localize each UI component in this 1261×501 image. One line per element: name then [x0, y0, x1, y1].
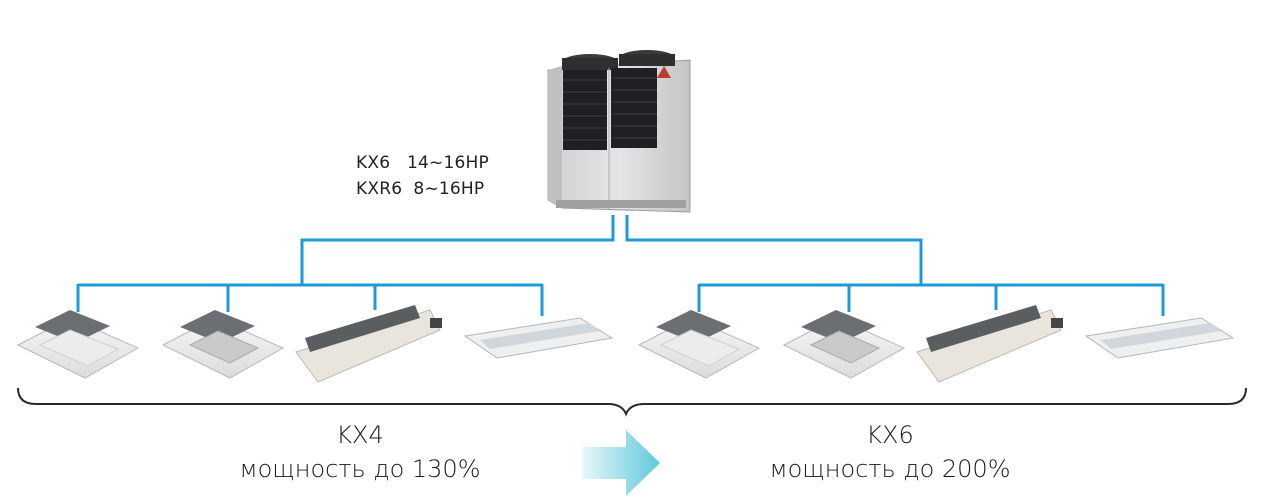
- four-way-cassette-icon: [782, 310, 906, 379]
- outdoor-model-line-2: KXR6 8~16HP: [356, 179, 485, 199]
- four-way-cassette-icon: [637, 310, 761, 379]
- pipe-left-main: [300, 215, 615, 285]
- one-way-cassette-icon: [916, 305, 1063, 383]
- right-arrow-icon: [582, 430, 660, 496]
- one-way-cassette-icon: [295, 305, 442, 383]
- ceiling-suspended-unit-icon: [463, 317, 614, 359]
- vrf-outdoor-unit-icon: [547, 50, 691, 213]
- group-model: KX6: [866, 421, 914, 449]
- pipe-right-main: [625, 215, 923, 285]
- group-label-kx6: KX6 мощность до 200%: [720, 418, 1060, 486]
- four-way-cassette-icon: [161, 310, 285, 379]
- outdoor-unit-models: KX6 14~16HP KXR6 8~16HP: [356, 150, 489, 202]
- ceiling-suspended-unit-icon: [1084, 317, 1235, 359]
- indoor-units-right: [637, 305, 1235, 383]
- group-model: KX4: [336, 421, 384, 449]
- indoor-units-left: [16, 305, 614, 383]
- four-way-cassette-icon: [16, 310, 140, 379]
- refrigerant-piping: [76, 215, 1165, 316]
- grouping-bracket: [17, 387, 1247, 417]
- group-capacity: мощность до 130%: [239, 455, 481, 483]
- brand-logo-icon: [657, 66, 671, 78]
- outdoor-model-line-1: KX6 14~16HP: [356, 153, 489, 173]
- group-capacity: мощность до 200%: [769, 455, 1011, 483]
- group-label-kx4: KX4 мощность до 130%: [190, 418, 530, 486]
